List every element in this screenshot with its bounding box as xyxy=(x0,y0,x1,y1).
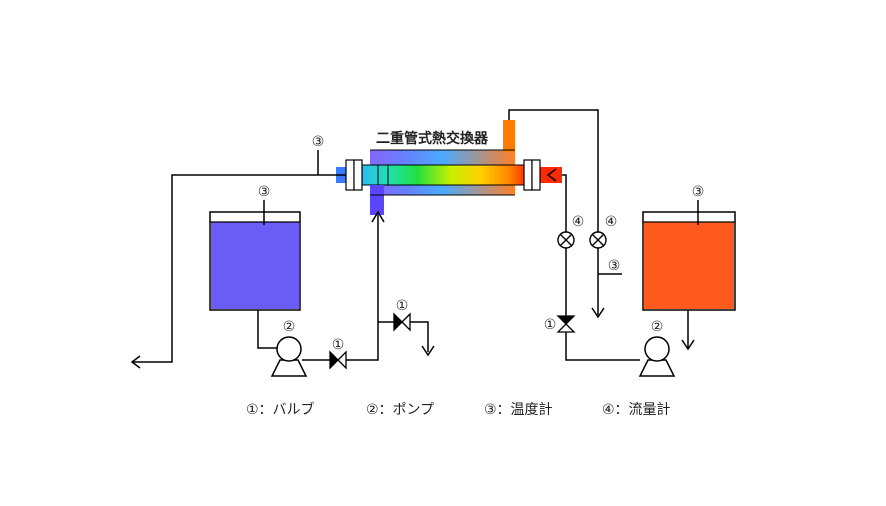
flowmeter-hot-return xyxy=(589,231,607,249)
marker-valve-drain: ① xyxy=(396,298,409,314)
marker-thermometer-cold-tank: ③ xyxy=(258,184,271,200)
double-pipe-heat-exchanger xyxy=(336,120,562,215)
marker-valve-hot-line: ① xyxy=(544,317,557,333)
marker-thermometer-hot-tank: ③ xyxy=(692,184,705,200)
pump-cold xyxy=(270,336,308,377)
marker-pump-hot: ② xyxy=(651,319,664,335)
marker-flowmeter-return: ④ xyxy=(605,214,618,230)
pump-hot xyxy=(638,336,676,377)
marker-thermometer-cold-out: ③ xyxy=(312,134,325,150)
cold-tank xyxy=(209,200,301,311)
legend-valve: ①：バルブ xyxy=(246,401,315,418)
flowmeter-hot-supply xyxy=(557,231,575,249)
valve-hot-line xyxy=(556,315,576,333)
legend-thermometer: ③：温度計 xyxy=(484,402,553,418)
valve-pump-line xyxy=(329,350,347,370)
legend-flowmeter: ④：流量計 xyxy=(602,402,671,418)
legend-pump: ②：ポンプ xyxy=(366,402,434,418)
valve-drain-branch xyxy=(393,312,411,332)
hot-tank xyxy=(642,200,736,311)
diagram-title: 二重管式熱交換器 xyxy=(376,130,489,147)
marker-pump-cold: ② xyxy=(283,319,296,335)
piping xyxy=(130,109,695,369)
marker-thermometer-hot-return: ③ xyxy=(608,258,621,274)
marker-valve-pump-line: ① xyxy=(332,337,345,353)
marker-flowmeter-supply: ④ xyxy=(572,214,585,230)
